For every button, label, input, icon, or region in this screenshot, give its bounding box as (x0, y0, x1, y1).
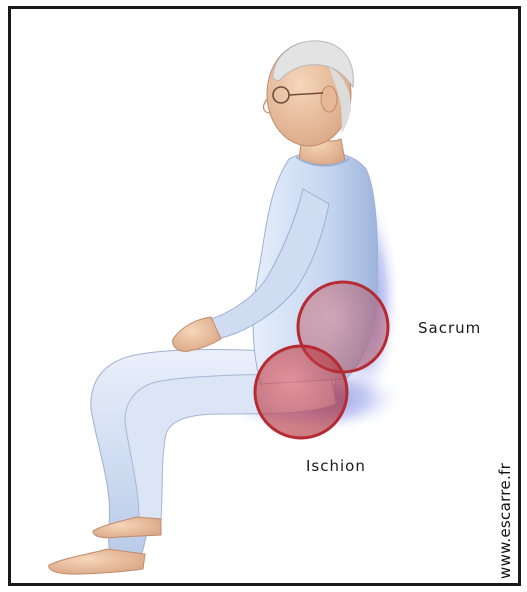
watermark: www.escarre.fr (496, 463, 514, 579)
illustration-frame: Sacrum Ischion www.escarre.fr (8, 6, 521, 586)
ischion-pressure-zone (255, 346, 347, 438)
seated-man-illustration (11, 9, 521, 586)
sacrum-label: Sacrum (416, 319, 483, 337)
ischion-label: Ischion (304, 457, 368, 475)
head (264, 41, 354, 146)
